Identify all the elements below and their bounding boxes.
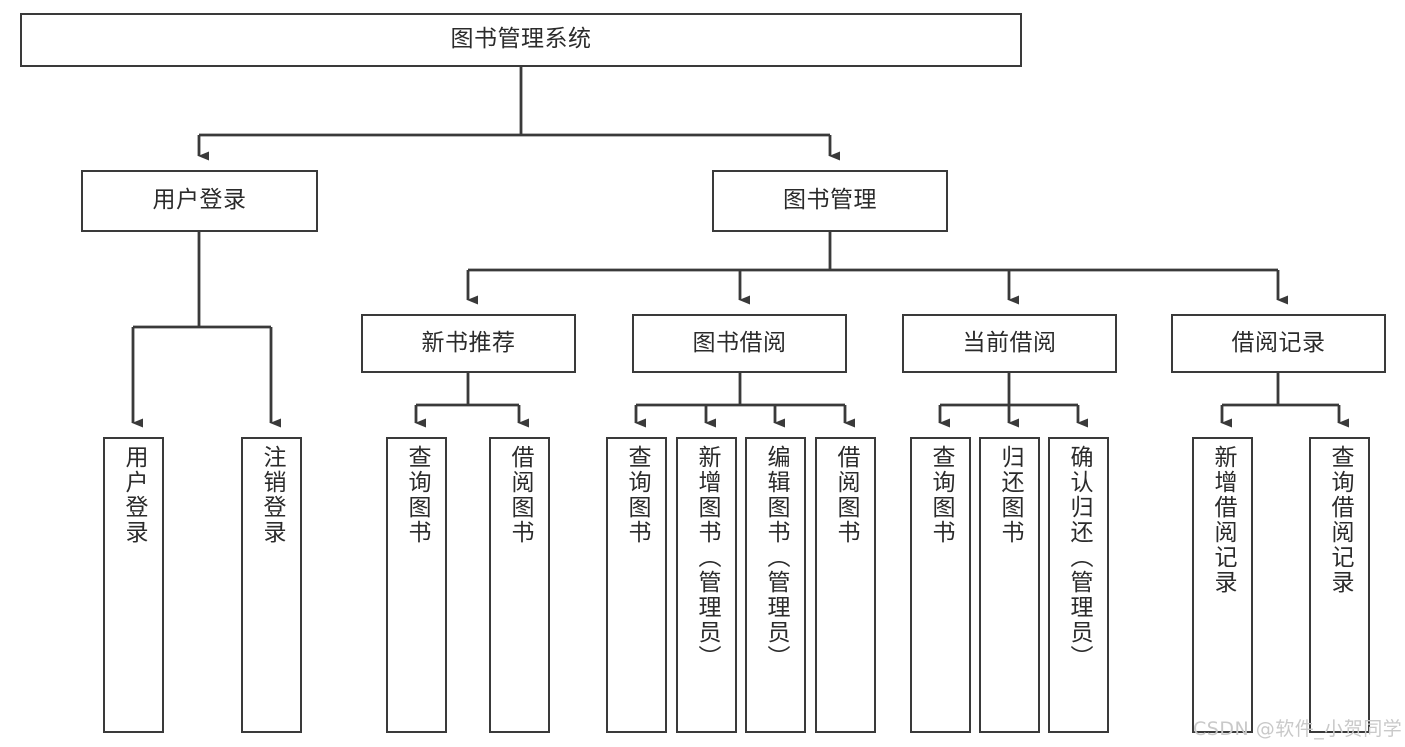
node-borrow-record-label: 借阅记录 bbox=[1231, 329, 1326, 356]
node-leaf-borrow-book-2-label: 借阅图书 bbox=[833, 445, 859, 545]
node-new-book-recommend[interactable]: 新书推荐 bbox=[361, 314, 576, 373]
node-leaf-borrow-book-1-label: 借阅图书 bbox=[507, 445, 533, 545]
node-current-borrow-label: 当前借阅 bbox=[962, 329, 1057, 356]
node-leaf-user-login[interactable]: 用户登录 bbox=[103, 437, 164, 733]
node-leaf-query-book-3-label: 查询图书 bbox=[928, 445, 954, 545]
node-leaf-return-book-label: 归还图书 bbox=[997, 445, 1023, 545]
node-leaf-borrow-book-2[interactable]: 借阅图书 bbox=[815, 437, 876, 733]
node-leaf-query-book-2-label: 查询图书 bbox=[624, 445, 650, 545]
node-leaf-query-record-label: 查询借阅记录 bbox=[1327, 445, 1353, 595]
node-leaf-logout-login[interactable]: 注销登录 bbox=[241, 437, 302, 733]
node-leaf-query-book-2[interactable]: 查询图书 bbox=[606, 437, 667, 733]
node-leaf-query-record[interactable]: 查询借阅记录 bbox=[1309, 437, 1370, 733]
node-leaf-confirm-return[interactable]: 确认归还（管理员） bbox=[1048, 437, 1109, 733]
node-book-management-label: 图书管理 bbox=[783, 187, 877, 214]
node-root[interactable]: 图书管理系统 bbox=[20, 13, 1022, 67]
node-leaf-add-book-label: 新增图书（管理员） bbox=[694, 445, 720, 670]
node-leaf-add-record[interactable]: 新增借阅记录 bbox=[1192, 437, 1253, 733]
node-leaf-query-book-3[interactable]: 查询图书 bbox=[910, 437, 971, 733]
node-book-management[interactable]: 图书管理 bbox=[712, 170, 948, 232]
node-new-book-recommend-label: 新书推荐 bbox=[421, 329, 516, 356]
node-book-borrow-label: 图书借阅 bbox=[692, 329, 787, 356]
node-book-borrow[interactable]: 图书借阅 bbox=[632, 314, 847, 373]
node-leaf-add-book[interactable]: 新增图书（管理员） bbox=[676, 437, 737, 733]
node-leaf-add-record-label: 新增借阅记录 bbox=[1210, 445, 1236, 595]
node-leaf-confirm-return-label: 确认归还（管理员） bbox=[1066, 445, 1092, 670]
node-leaf-return-book[interactable]: 归还图书 bbox=[979, 437, 1040, 733]
node-leaf-logout-login-label: 注销登录 bbox=[259, 445, 285, 545]
node-user-login[interactable]: 用户登录 bbox=[81, 170, 318, 232]
node-borrow-record[interactable]: 借阅记录 bbox=[1171, 314, 1386, 373]
node-root-label: 图书管理系统 bbox=[450, 26, 592, 53]
node-current-borrow[interactable]: 当前借阅 bbox=[902, 314, 1117, 373]
node-leaf-edit-book[interactable]: 编辑图书（管理员） bbox=[745, 437, 806, 733]
node-user-login-label: 用户登录 bbox=[152, 187, 247, 214]
node-leaf-query-book-1-label: 查询图书 bbox=[404, 445, 430, 545]
node-leaf-user-login-label: 用户登录 bbox=[121, 445, 147, 545]
node-leaf-edit-book-label: 编辑图书（管理员） bbox=[763, 445, 789, 670]
node-leaf-query-book-1[interactable]: 查询图书 bbox=[386, 437, 447, 733]
node-leaf-borrow-book-1[interactable]: 借阅图书 bbox=[489, 437, 550, 733]
